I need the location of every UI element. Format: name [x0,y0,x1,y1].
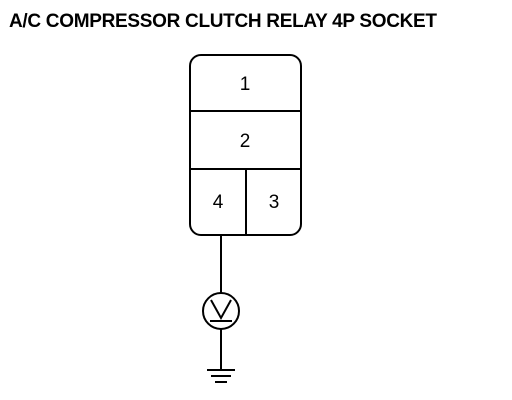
relay-socket: 1 2 4 3 [189,54,302,236]
ground-icon [207,369,235,383]
terminal-1-label: 1 [240,74,251,95]
voltmeter-circle [202,292,240,330]
terminal-2-label: 2 [240,131,251,152]
terminal-3-label: 3 [269,192,280,213]
voltmeter-v-glyph [210,299,232,321]
terminal-4-label: 4 [213,192,224,213]
diagram-title: A/C COMPRESSOR CLUTCH RELAY 4P SOCKET [9,11,437,32]
voltmeter-icon [202,292,240,330]
